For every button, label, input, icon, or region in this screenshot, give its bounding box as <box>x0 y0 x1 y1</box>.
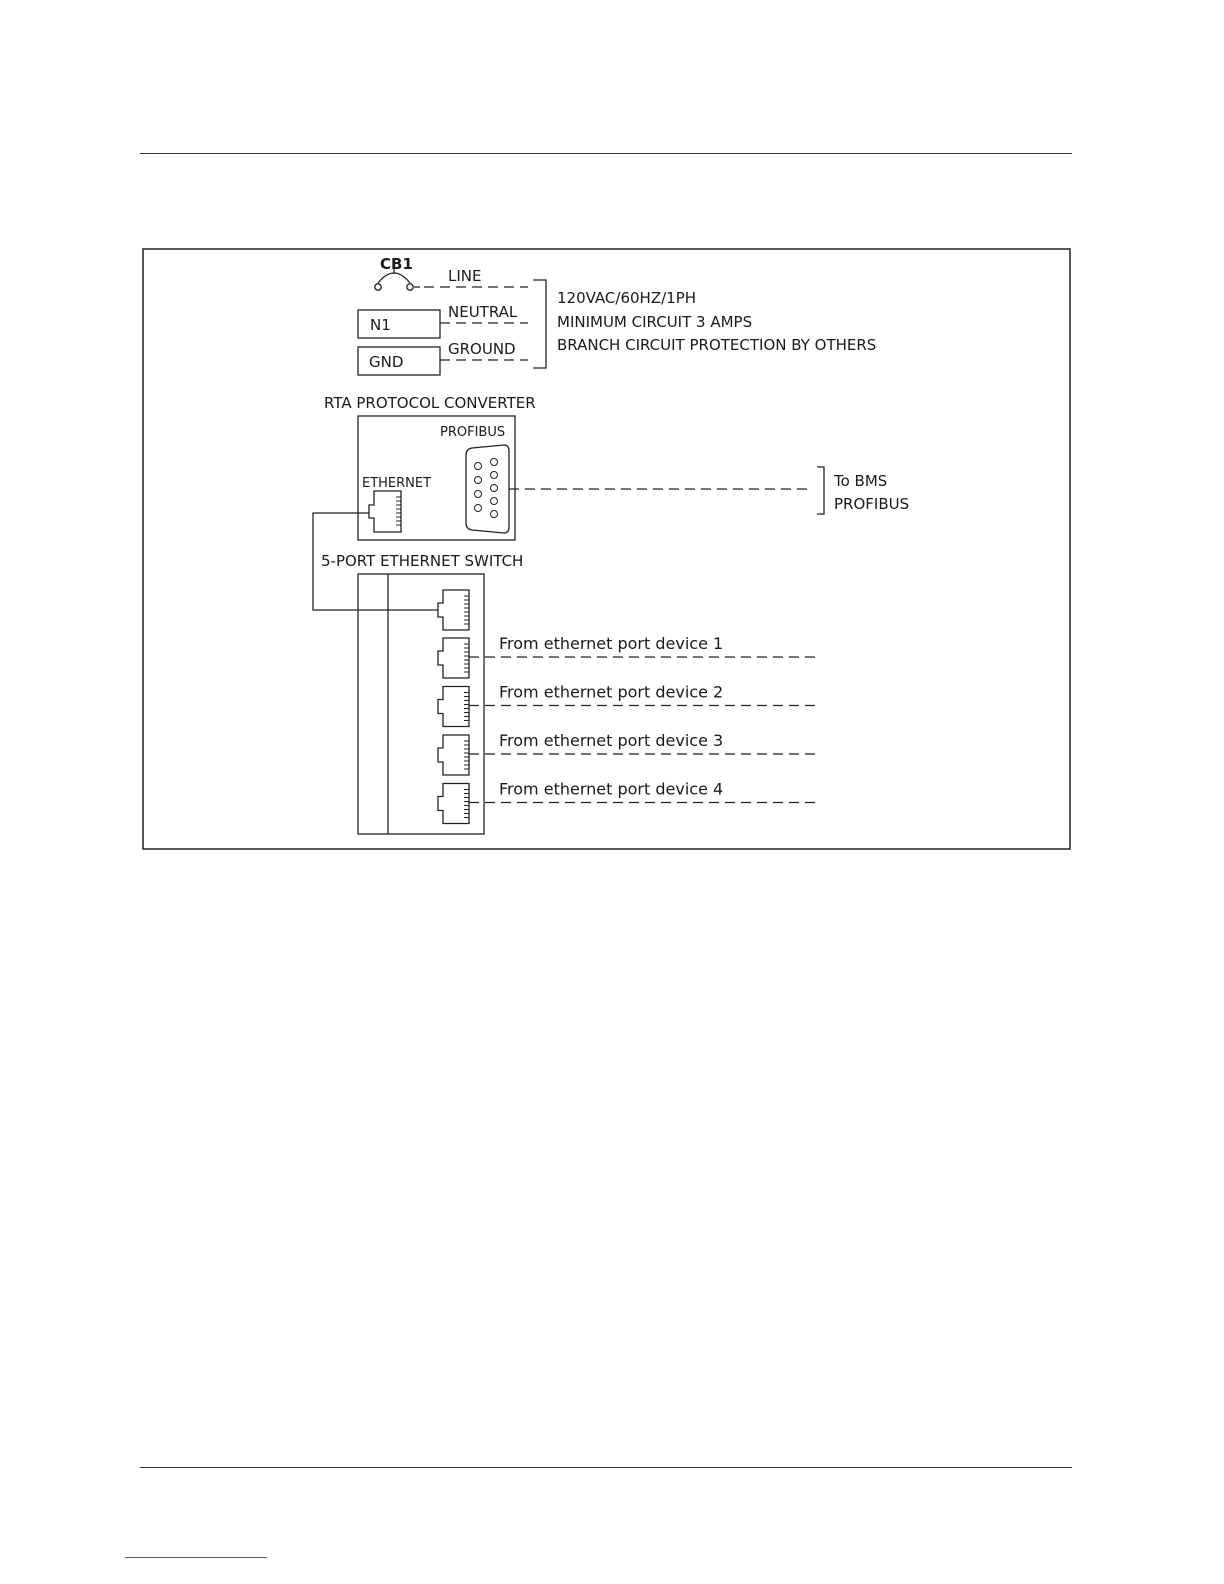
spec-protection: BRANCH CIRCUIT PROTECTION BY OTHERS <box>557 336 876 354</box>
footer-link-underline <box>125 1557 267 1558</box>
device-port-label: From ethernet port device 2 <box>499 683 723 702</box>
device-port-label: From ethernet port device 3 <box>499 731 723 750</box>
rj45-port-icon <box>438 687 469 727</box>
switch-ports: From ethernet port device 1 From ethernet… <box>438 590 820 824</box>
switch-title: 5-PORT ETHERNET SWITCH <box>321 552 523 570</box>
uplink-port-icon <box>438 590 469 630</box>
bms-label-2: PROFIBUS <box>834 495 909 513</box>
ethernet-port-label: ETHERNET <box>362 476 431 491</box>
device-port-label: From ethernet port device 1 <box>499 634 723 653</box>
rj45-port-icon <box>438 638 469 678</box>
ground-label: GROUND <box>448 340 516 358</box>
line-label: LINE <box>448 267 481 285</box>
db9-connector-icon <box>466 445 509 533</box>
rj45-port-icon <box>438 735 469 775</box>
converter-rj45-icon <box>369 491 401 532</box>
spec-current: MINIMUM CIRCUIT 3 AMPS <box>557 313 752 331</box>
gnd-label: GND <box>369 353 403 371</box>
bms-label-1: To BMS <box>833 472 887 490</box>
n1-label: N1 <box>370 316 391 334</box>
power-spec-bracket <box>533 280 546 368</box>
bms-bracket <box>817 467 824 514</box>
footer-rule <box>140 1467 1072 1468</box>
rj45-port-icon <box>438 784 469 824</box>
breaker-label: CB1 <box>380 255 413 273</box>
profibus-port-label: PROFIBUS <box>440 425 505 440</box>
neutral-label: NEUTRAL <box>448 303 518 321</box>
device-port-label: From ethernet port device 4 <box>499 780 723 799</box>
spec-voltage: 120VAC/60HZ/1PH <box>557 289 696 307</box>
converter-title: RTA PROTOCOL CONVERTER <box>324 394 536 412</box>
